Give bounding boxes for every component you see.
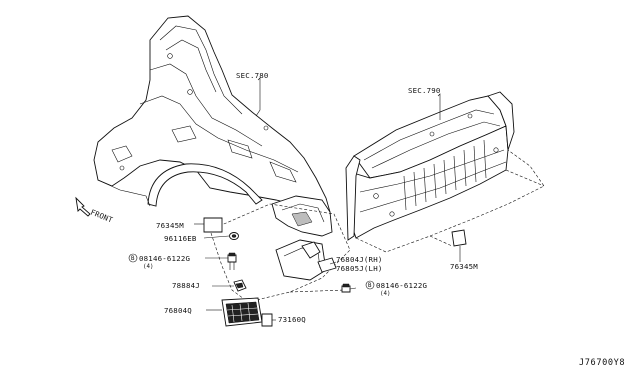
part-label-08146-left: 08146-6122G <box>139 254 190 263</box>
part-label-76345m-right: 76345M <box>450 262 478 271</box>
bolt-left <box>227 252 237 270</box>
part-qty-08146-left: (4) <box>143 264 153 270</box>
rear-floor-outline <box>355 149 545 253</box>
front-direction-arrow: FRONT <box>75 196 115 225</box>
pad-76345m-left <box>203 217 223 233</box>
bracket-small-right <box>317 257 337 273</box>
part-label-76345m-left: 76345M <box>156 221 184 230</box>
bolt-marker-right-text: B <box>368 283 372 289</box>
part-label-73160q: 73160Q <box>278 315 306 324</box>
part-label-76804q: 76804Q <box>164 306 192 315</box>
section-780-label: SEC.780 <box>236 71 269 80</box>
section-790-label: SEC.790 <box>408 86 441 95</box>
leader-lines <box>194 77 461 321</box>
part-qty-08146-right: (4) <box>380 291 390 297</box>
vent-76804q <box>221 297 263 327</box>
wheelhouse-inner <box>271 195 333 237</box>
bolt-marker-right: B <box>365 280 375 290</box>
clip-78884j <box>233 279 247 292</box>
bracket-76804j <box>275 239 327 281</box>
part-label-76805j: 76805J(LH) <box>336 264 383 273</box>
pad-73160q <box>261 313 273 327</box>
part-label-96116eb: 96116EB <box>164 234 197 243</box>
diagram-id-label: J76700Y8 <box>579 358 625 368</box>
part-label-76804j: 76804J(RH) <box>336 255 383 264</box>
part-label-08146-right: 08146-6122G <box>376 281 427 290</box>
quarter-panel-assembly <box>93 15 331 213</box>
bolt-marker-left: B <box>128 253 138 263</box>
bolt-marker-left-text: B <box>131 256 135 262</box>
grommet-96116eb <box>229 232 239 240</box>
bolt-right <box>341 283 351 293</box>
pad-76345m-right <box>451 229 467 247</box>
rear-panel-assembly <box>345 91 515 241</box>
part-label-78884j: 78884J <box>172 281 200 290</box>
front-label: FRONT <box>89 208 114 225</box>
